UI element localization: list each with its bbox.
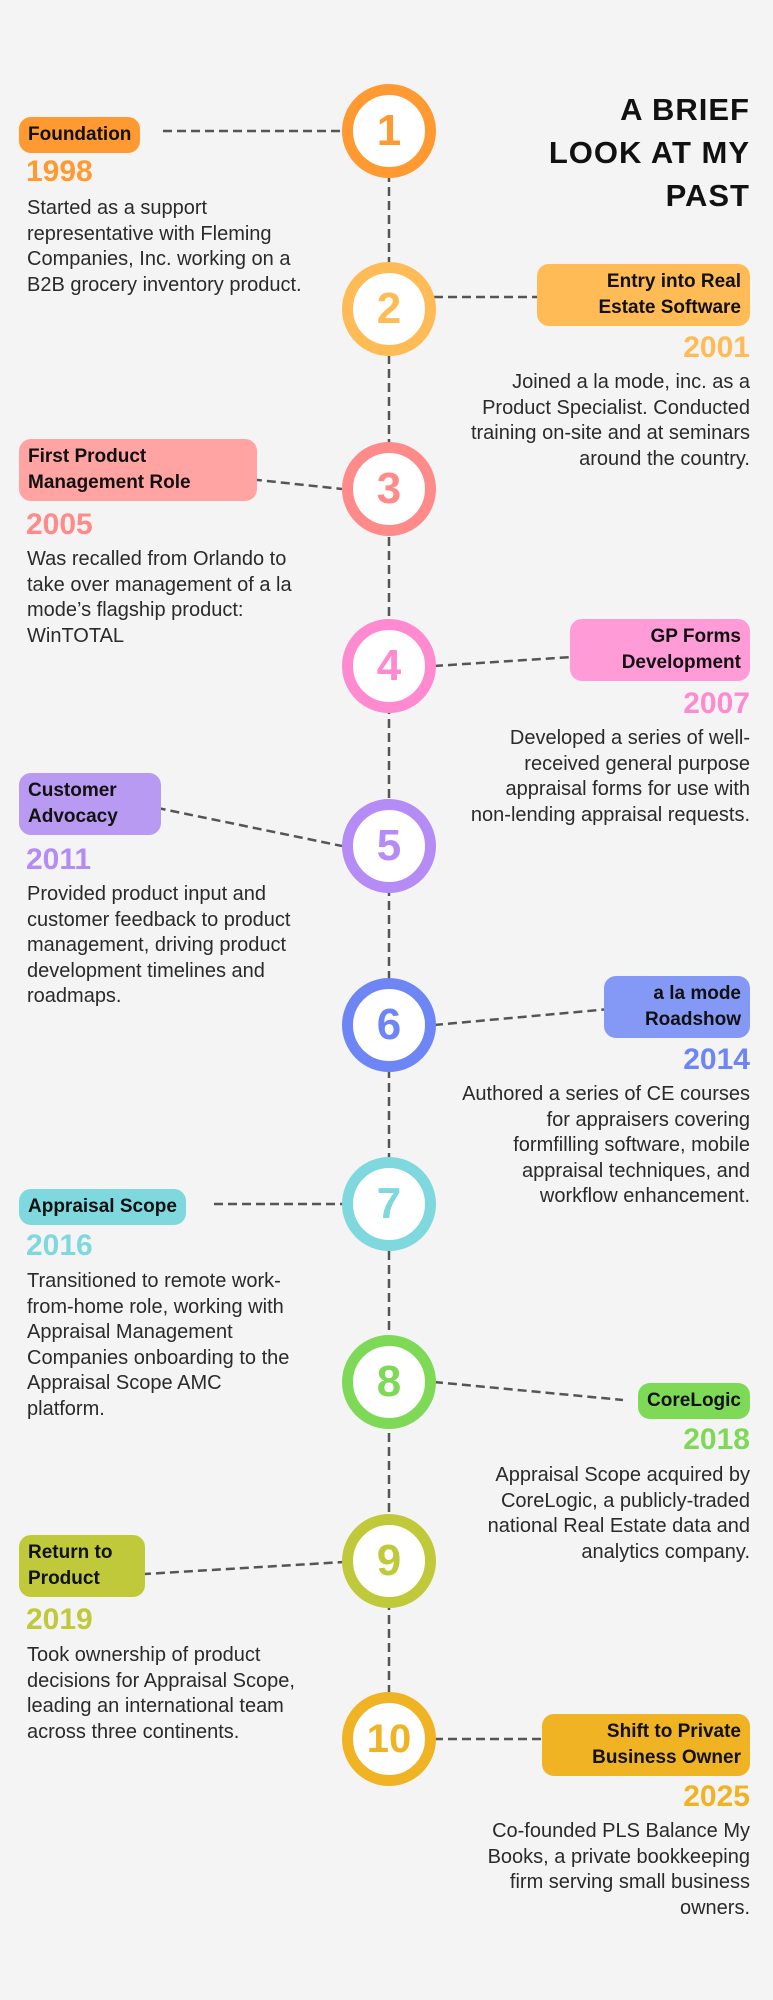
- milestone-year: 2005: [26, 508, 93, 541]
- milestone-year: 2016: [26, 1229, 93, 1262]
- milestone-number-circle: 3: [342, 442, 436, 536]
- milestone-label-pill: Shift to Private Business Owner: [542, 1714, 750, 1776]
- milestone-number-circle: 2: [342, 262, 436, 356]
- milestone-number-circle: 1: [342, 84, 436, 178]
- milestone-label-pill: CoreLogic: [638, 1383, 750, 1419]
- milestone-year: 2018: [683, 1423, 750, 1456]
- milestone-year: 2025: [683, 1780, 750, 1813]
- milestone-year: 2001: [683, 331, 750, 364]
- milestone-number-circle: 8: [342, 1335, 436, 1429]
- milestone-label-pill: Return to Product: [19, 1535, 145, 1597]
- title-line: LOOK AT MY: [548, 135, 750, 170]
- milestone-description: Co-founded PLS Balance My Books, a priva…: [487, 1820, 750, 1919]
- connector-line: [433, 1006, 622, 1027]
- milestone-year: 2019: [26, 1603, 93, 1636]
- connector-line: [433, 654, 588, 668]
- milestone-description: Provided product input and customer feed…: [27, 883, 291, 1007]
- milestone-number-circle: 9: [342, 1514, 436, 1608]
- title-line: A BRIEF: [620, 92, 750, 127]
- milestone-number-circle: 10: [342, 1692, 436, 1786]
- connector-line: [142, 803, 343, 848]
- milestone-label-pill: Foundation: [19, 117, 141, 153]
- title-line: PAST: [665, 178, 750, 213]
- milestone-label-pill: First Product Management Role: [19, 439, 257, 501]
- milestone-year: 2014: [683, 1043, 750, 1076]
- milestone-year: 1998: [26, 155, 93, 188]
- milestone-year: 2007: [683, 687, 750, 720]
- milestone-description: Authored a series of CE courses for appr…: [462, 1083, 750, 1207]
- milestone-number-circle: 7: [342, 1157, 436, 1251]
- milestone-label-pill: Entry into Real Estate Software: [537, 264, 750, 326]
- milestone-number-circle: 4: [342, 619, 436, 713]
- milestone-description: Started as a support representative with…: [27, 197, 302, 296]
- milestone-label-pill: Customer Advocacy: [19, 773, 161, 835]
- milestone-description: Appraisal Scope acquired by CoreLogic, a…: [487, 1464, 750, 1563]
- milestone-number-circle: 6: [342, 978, 436, 1072]
- page-title: A BRIEF LOOK AT MY PAST: [549, 88, 750, 217]
- connector-line: [127, 1560, 345, 1577]
- milestone-description: Joined a la mode, inc. as a Product Spec…: [470, 371, 750, 470]
- milestone-number-circle: 5: [342, 799, 436, 893]
- milestone-description: Took ownership of product decisions for …: [27, 1644, 295, 1743]
- milestone-year: 2011: [26, 843, 92, 876]
- milestone-description: Was recalled from Orlando to take over m…: [27, 548, 292, 647]
- milestone-label-pill: GP Forms Development: [570, 619, 750, 681]
- milestone-label-pill: a la mode Roadshow: [604, 976, 750, 1038]
- milestone-description: Transitioned to remote work-from-home ro…: [27, 1270, 290, 1420]
- milestone-description: Developed a series of well-received gene…: [470, 727, 750, 826]
- milestone-label-pill: Appraisal Scope: [19, 1189, 186, 1225]
- connector-line: [433, 1380, 624, 1402]
